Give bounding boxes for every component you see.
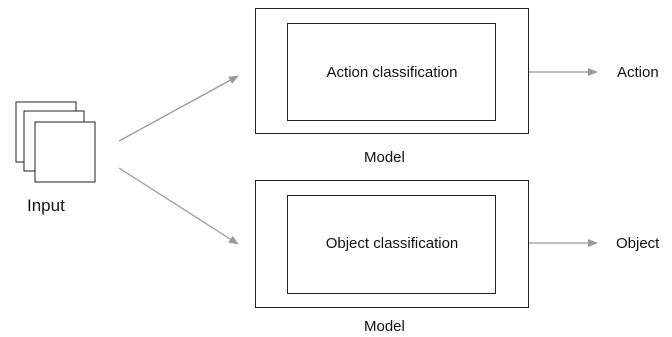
- bottom-model-label: Model: [364, 318, 405, 335]
- object-output-label: Object: [616, 235, 660, 252]
- top-model-label: Model: [364, 149, 405, 166]
- input-stack-icon: [15, 101, 96, 183]
- input-label: Input: [27, 196, 65, 215]
- arrow-input-to-bottom-model: [118, 167, 239, 245]
- action-classification-label: Action classification: [326, 64, 458, 81]
- arrow-input-to-top-model: [118, 75, 239, 142]
- action-output-label: Action: [617, 64, 659, 81]
- action-classification-box: [287, 23, 496, 121]
- object-classification-box: [287, 195, 496, 294]
- object-classification-label: Object classification: [325, 235, 459, 252]
